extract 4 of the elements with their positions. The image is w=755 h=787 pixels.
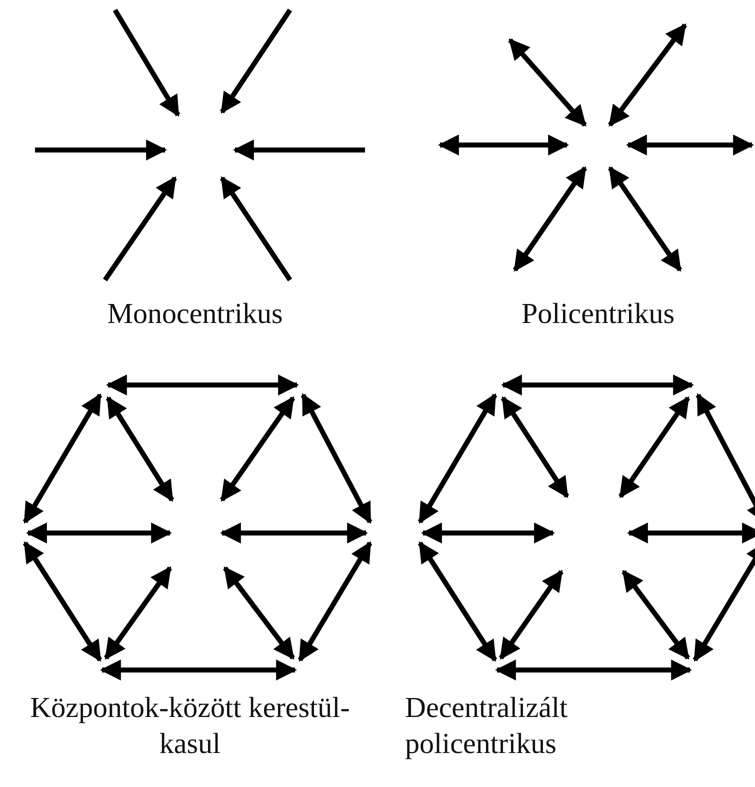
caption: Decentralizált policentrikus: [405, 691, 569, 762]
caption: Policentrikus: [520, 297, 676, 332]
caption: Monocentrikus: [106, 297, 284, 332]
caption: Központok-között kerestül-kasul: [29, 691, 351, 762]
